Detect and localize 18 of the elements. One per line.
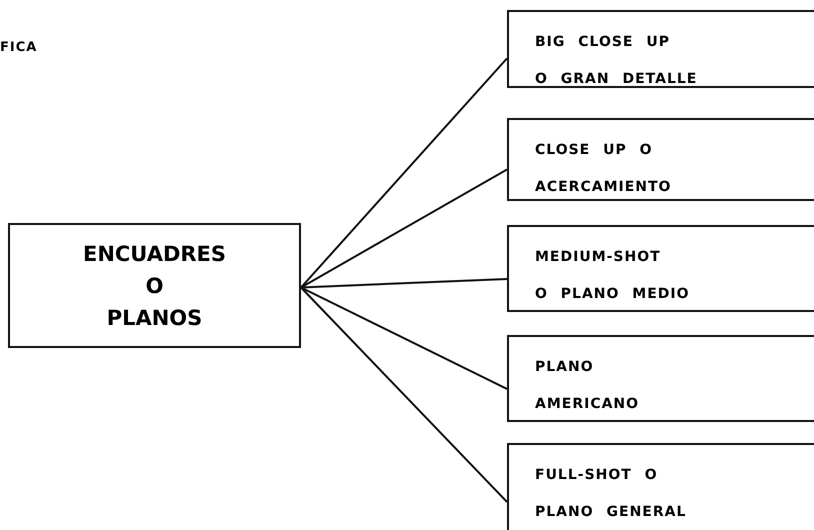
connector-line [300,168,508,288]
connector-line [300,58,508,288]
category-text: BIG CLOSE UP O GRAN DETALLE [535,33,698,89]
category-text: PLANO AMERICANO [535,358,640,414]
category-box [507,10,814,88]
topic-box [8,223,301,348]
category-box [507,335,814,422]
connector-line [300,286,508,503]
connector-line [300,278,508,288]
category-box [507,443,814,530]
category-text: CLOSE UP O ACERCAMIENTO [535,141,672,197]
heading-fragment: FICA [0,40,38,55]
topic-text: ENCUADRES O PLANOS [82,240,228,332]
category-text: MEDIUM-SHOT O PLANO MEDIO [535,248,690,304]
connector-line [300,286,508,390]
category-box [507,118,814,201]
category-text: FULL-SHOT O PLANO GENERAL [535,466,686,522]
category-box [507,225,814,312]
